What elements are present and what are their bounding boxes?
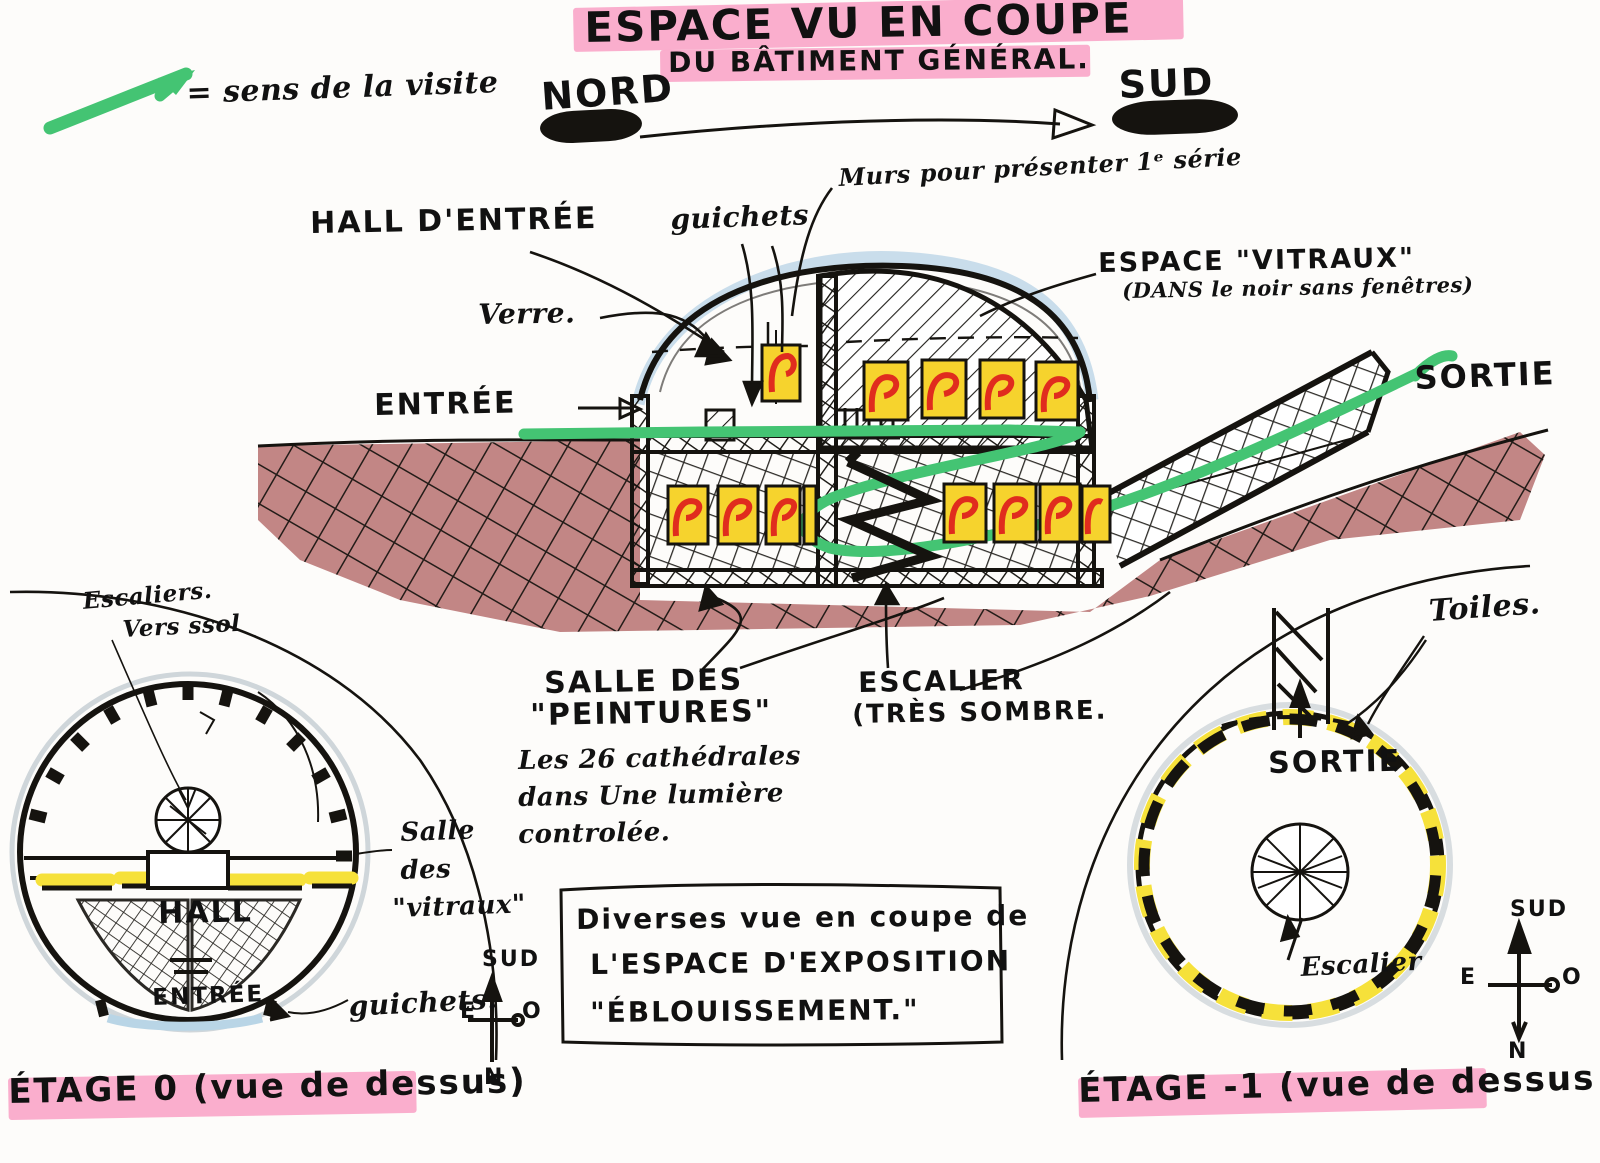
compassm1-label-nord: N bbox=[1508, 1039, 1529, 1064]
label-planm1-sortie: SORTIE bbox=[1267, 743, 1402, 781]
label-plan0-des: des bbox=[399, 854, 452, 886]
compassm1-label-ouest: O bbox=[1562, 965, 1583, 990]
label-salle-peintures-3: Les 26 cathédrales bbox=[517, 741, 802, 776]
artwork-panels bbox=[666, 343, 1112, 546]
label-salle-peintures-2: "PEINTURES" bbox=[529, 693, 773, 733]
leader-lines bbox=[529, 187, 1171, 692]
label-plan0-vitraux: "vitraux" bbox=[391, 889, 527, 924]
label-planm1-toiles: Toiles. bbox=[1427, 586, 1542, 629]
label-escalier-section-1: ESCALIER bbox=[857, 663, 1025, 699]
note-line-1: Diverses vue en coupe de bbox=[575, 899, 1030, 936]
label-sortie-section: SORTIE bbox=[1413, 354, 1557, 397]
compass0-label-ouest: O bbox=[522, 999, 543, 1024]
plan-level-minus1 bbox=[1060, 564, 1560, 1061]
note-line-2: L'ESPACE D'EXPOSITION bbox=[589, 944, 1012, 981]
compassm1-label-sud: SUD bbox=[1510, 897, 1568, 922]
label-plan0-hall: HALL bbox=[157, 894, 254, 931]
label-hall-entree: HALL D'ENTRÉE bbox=[309, 200, 598, 241]
compass-level0 bbox=[468, 972, 525, 1062]
label-planm1-escalier: Escalier bbox=[1299, 946, 1423, 983]
plan-level-0 bbox=[9, 590, 525, 1062]
label-verre: Verre. bbox=[477, 296, 576, 331]
compass-level-minus1 bbox=[1488, 917, 1560, 1044]
dark-staircase bbox=[836, 448, 944, 583]
label-plan0-salle: Salle bbox=[399, 815, 476, 848]
label-entree-section: ENTRÉE bbox=[373, 385, 517, 423]
compass0-label-nord: N bbox=[484, 1065, 505, 1090]
label-salle-peintures-5: controlée. bbox=[517, 817, 671, 850]
compass0-label-sud: SUD bbox=[482, 947, 540, 972]
label-salle-peintures-4: dans Une lumière bbox=[517, 778, 785, 813]
label-escalier-section-2: (TRÈS SOMBRE. bbox=[851, 695, 1108, 730]
compass0-label-est: E bbox=[460, 999, 478, 1024]
compassm1-label-est: E bbox=[1460, 965, 1478, 990]
label-plan0-entree: ENTRÉE bbox=[151, 981, 265, 1011]
page-title-line2: DU BÂTIMENT GÉNÉRAL. bbox=[667, 42, 1090, 79]
label-guichets-section: guichets bbox=[669, 198, 810, 236]
note-box-frame bbox=[559, 883, 1004, 1047]
north-south-arrow bbox=[639, 107, 1097, 141]
ground-mass bbox=[257, 428, 1549, 632]
label-plan0-vers-ssol: Vers ssol bbox=[121, 609, 242, 643]
note-line-3: "ÉBLOUISSEMENT." bbox=[589, 993, 920, 1029]
legend-green-arrow bbox=[43, 67, 195, 135]
